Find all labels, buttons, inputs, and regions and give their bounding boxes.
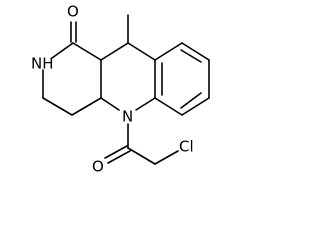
bond-ch2-c4a — [71, 97, 102, 116]
bond-c10a-c1 — [72, 42, 102, 61]
atom-label-nh: NH — [31, 55, 54, 73]
bond-c9a-c9 — [154, 42, 183, 61]
bond-c10-c9a — [127, 42, 156, 61]
bond-c1-nh — [51, 42, 74, 59]
atom-label-ring-nitrogen: N — [122, 108, 133, 126]
bond-c7-c6 — [181, 97, 210, 116]
bond-c5a-n — [135, 97, 156, 111]
atom-label-oxygen-top: O — [67, 3, 79, 21]
chemical-structure-diagram: O NH N O Cl — [31, 3, 210, 176]
bond-c10a-c10 — [100, 42, 129, 61]
bond-n-c4a — [100, 97, 120, 111]
bond-aromatic-inner-1 — [180, 49, 202, 63]
bond-acyl-o-double-a — [104, 145, 128, 159]
bond-c6-c5a — [154, 97, 183, 116]
bond-acyl-o-double-b — [107, 150, 131, 164]
bond-ch2-cl — [154, 150, 179, 165]
atom-label-chlorine: Cl — [179, 138, 194, 156]
bond-c9-c8 — [181, 42, 210, 61]
bond-acyl-ch2 — [127, 147, 156, 165]
bond-ch2-ch2 — [42, 97, 73, 116]
atom-label-oxygen-bottom: O — [92, 158, 104, 176]
bond-aromatic-inner-2 — [180, 92, 202, 109]
